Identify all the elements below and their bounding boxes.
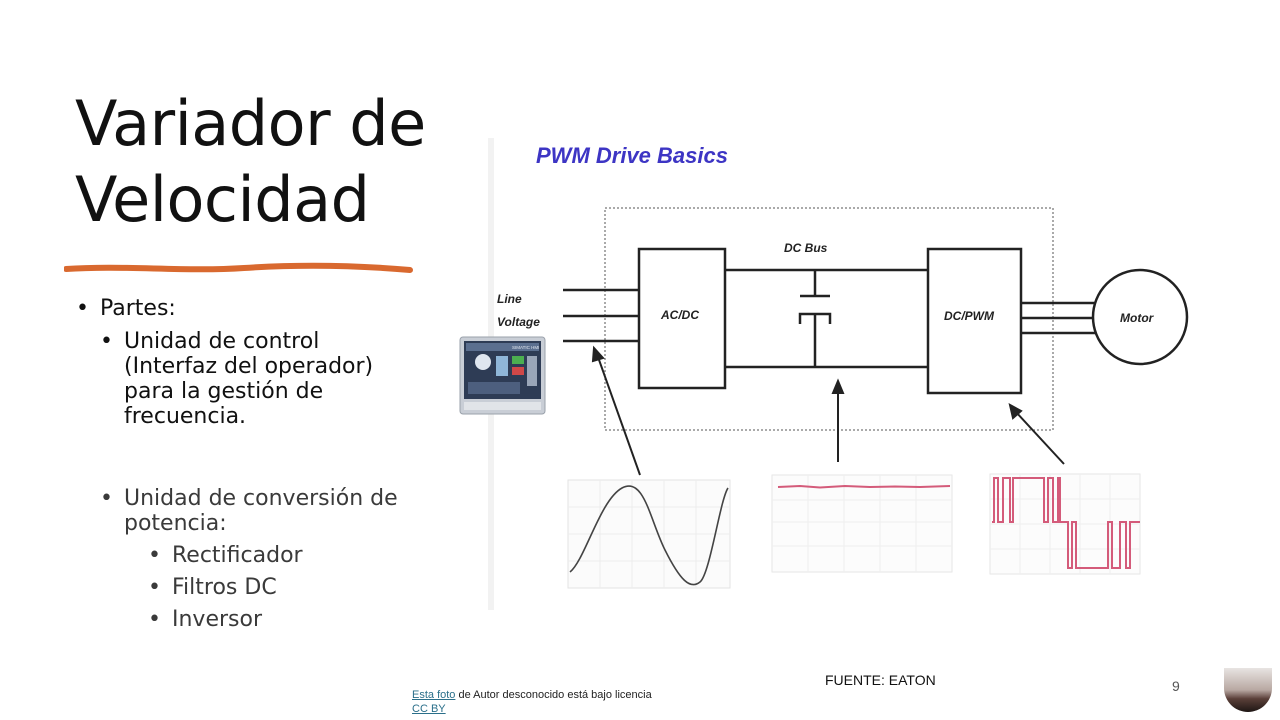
bullet-dot: • [76, 296, 89, 321]
page-number: 9 [1172, 678, 1180, 694]
thumbnail-image [1224, 668, 1272, 712]
bullet-dot: • [100, 329, 113, 354]
license-link[interactable]: CC BY [412, 703, 446, 715]
dc-waveform-plot [771, 474, 953, 573]
photo-link[interactable]: Esta foto [412, 689, 456, 701]
sine-wave-plot [567, 479, 731, 589]
credit-text: de Autor desconocido está bajo licencia [455, 689, 652, 701]
hmi-panel-image: SIMATIC HMI [459, 336, 546, 415]
acdc-label: AC/DC [660, 308, 699, 322]
diagram-title: PWM Drive Basics [536, 143, 728, 168]
bullet-control-unit-text: Unidad de control (Interfaz del operador… [124, 329, 374, 429]
bullet-rectificador-text: Rectificador [172, 543, 303, 568]
title-underline-stroke [64, 262, 413, 273]
dcpwm-label: DC/PWM [944, 309, 995, 323]
bullet-control-unit: • Unidad de control (Interfaz del operad… [100, 329, 414, 429]
input-lines [563, 288, 638, 343]
bullet-filtros-dc: • Filtros DC [148, 575, 277, 600]
title-line-2: Velocidad [75, 163, 370, 236]
motor-circle [1091, 268, 1189, 366]
pwm-waveform-plot [989, 473, 1141, 575]
bullet-dot: • [148, 607, 161, 632]
slide-title: Variador de Velocidad [75, 86, 426, 238]
hmi-label: SIMATIC HMI [512, 345, 539, 350]
bullet-dot: • [100, 486, 113, 511]
bullet-conversion-unit: • Unidad de conversión de potencia: [100, 486, 424, 536]
motor-label: Motor [1120, 311, 1155, 325]
bullet-dot: • [148, 575, 161, 600]
bullet-inversor: • Inversor [148, 607, 262, 632]
arrows [591, 345, 1065, 476]
bullet-inversor-text: Inversor [172, 607, 262, 632]
dc-bus-lines [725, 268, 928, 369]
title-line-1: Variador de [75, 87, 426, 160]
acdc-block [637, 247, 727, 390]
output-lines [1021, 301, 1096, 335]
bullet-conversion-unit-text: Unidad de conversión de potencia: [124, 486, 398, 536]
voltage-label: Voltage [497, 315, 540, 329]
bullet-partes-text: Partes: [100, 296, 176, 321]
dcpwm-block [926, 247, 1023, 395]
dc-bus-label: DC Bus [784, 241, 828, 255]
bullet-filtros-dc-text: Filtros DC [172, 575, 277, 600]
source-label: FUENTE: EATON [825, 672, 936, 688]
bullet-rectificador: • Rectificador [148, 543, 303, 568]
line-label: Line [497, 292, 522, 306]
bullet-dot: • [148, 543, 161, 568]
photo-credit: Esta foto de Autor desconocido está bajo… [412, 688, 652, 716]
drive-enclosure [604, 207, 1054, 431]
